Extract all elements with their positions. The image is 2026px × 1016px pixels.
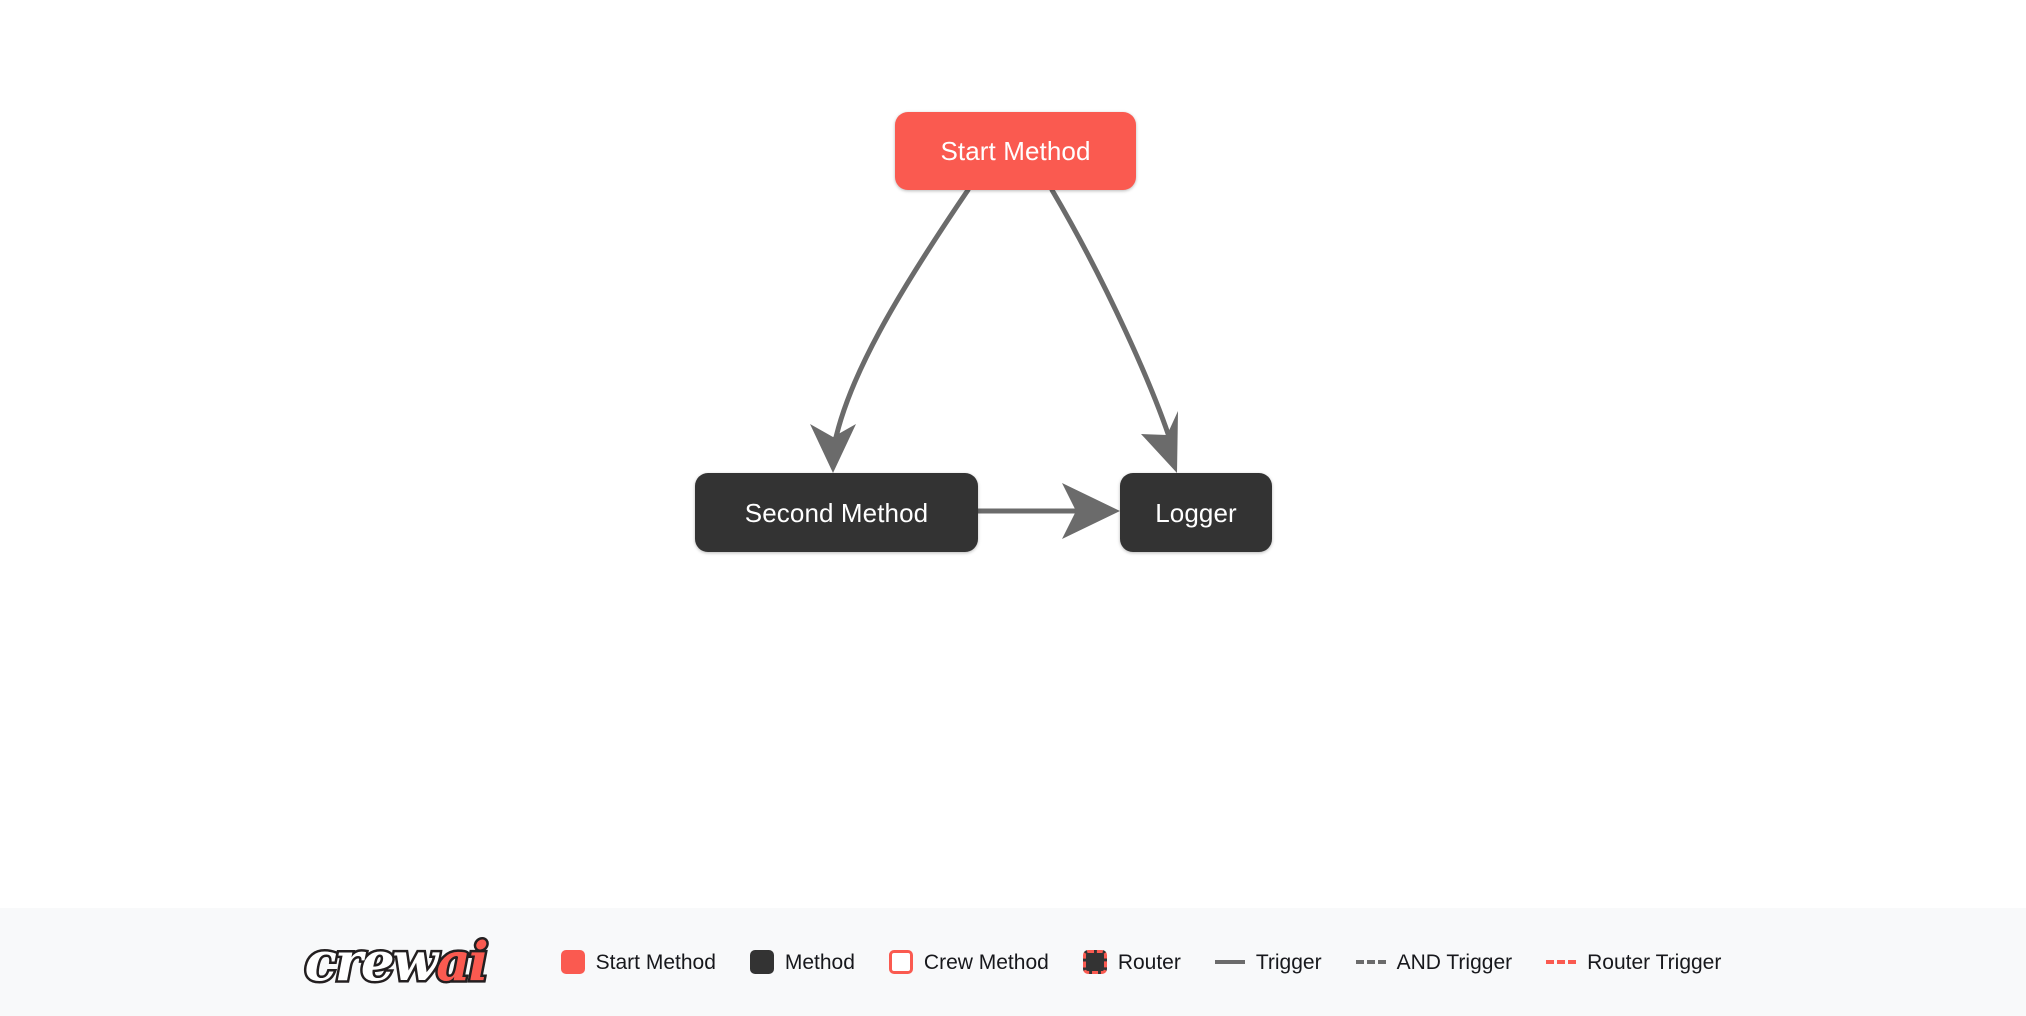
crewai-wordmark: crewai xyxy=(302,929,492,996)
edge-start-to-second xyxy=(810,187,971,473)
crew-method-swatch-icon xyxy=(888,950,913,974)
flow-node-label: Second Method xyxy=(744,497,929,528)
legend-label: Method xyxy=(784,950,855,974)
legend-item-router: Router xyxy=(1082,950,1181,974)
and-trigger-line-icon xyxy=(1355,960,1386,964)
legend-item-start-method: Start Method xyxy=(560,950,716,974)
edge-start-to-logger xyxy=(1049,187,1178,473)
legend-label: Start Method xyxy=(595,950,716,974)
legend-items-container: crewai Start Method Method Crew Method R… xyxy=(302,929,1721,996)
legend-bar: crewai Start Method Method Crew Method R… xyxy=(0,908,2026,1016)
legend-item-trigger: Trigger xyxy=(1214,950,1322,974)
legend-label: Trigger xyxy=(1255,950,1322,974)
legend-label: Router xyxy=(1117,950,1181,974)
legend-item-and-trigger: AND Trigger xyxy=(1355,950,1513,974)
edge-second-to-logger xyxy=(978,483,1120,539)
flow-node-label: Logger xyxy=(1155,497,1237,528)
legend-label: Router Trigger xyxy=(1587,950,1722,974)
crewai-wordmark-ai: ai xyxy=(434,929,492,996)
flow-node-start-method[interactable]: Start Method xyxy=(895,112,1136,190)
trigger-line-icon xyxy=(1214,960,1245,964)
legend-item-crew-method: Crew Method xyxy=(888,950,1049,974)
crewai-wordmark-crew: crew xyxy=(302,929,441,996)
flow-node-second-method[interactable]: Second Method xyxy=(695,473,978,552)
flow-node-logger[interactable]: Logger xyxy=(1120,473,1272,552)
flow-node-label: Start Method xyxy=(940,136,1091,166)
legend-item-method: Method xyxy=(749,950,855,974)
crewai-logo: crewai xyxy=(302,929,533,996)
router-trigger-line-icon xyxy=(1546,960,1577,964)
method-swatch-icon xyxy=(749,950,774,974)
legend-label: Crew Method xyxy=(923,950,1049,974)
router-swatch-icon xyxy=(1082,950,1107,974)
legend-label: AND Trigger xyxy=(1396,950,1513,974)
flow-canvas[interactable]: Start Method Second Method Logger xyxy=(0,0,2026,908)
start-method-swatch-icon xyxy=(560,950,585,974)
legend-item-router-trigger: Router Trigger xyxy=(1546,952,1721,973)
